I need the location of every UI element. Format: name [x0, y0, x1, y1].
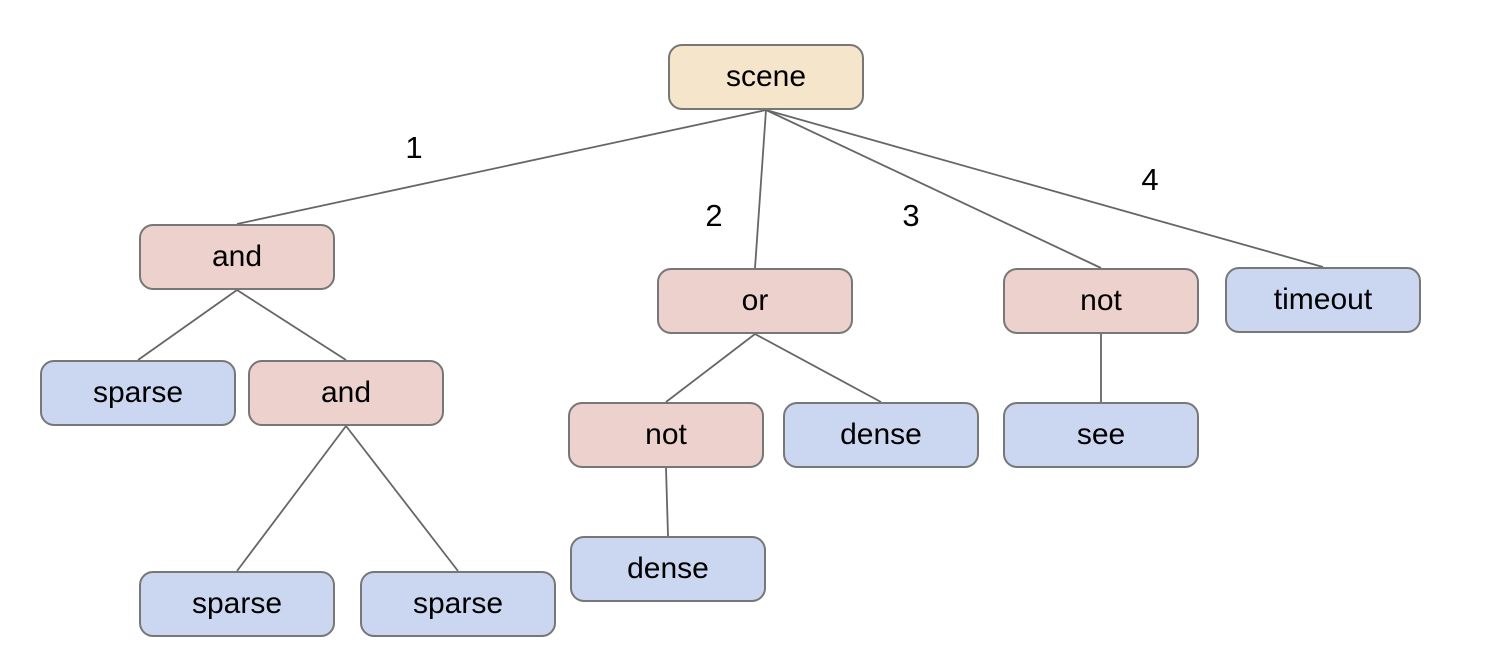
edge-or-1-to-not-2	[665, 333, 756, 403]
edge-or-1-to-dense-1	[754, 333, 882, 403]
edge-scene-to-not-1	[765, 109, 1102, 269]
edge-scene-to-and-1	[236, 109, 767, 225]
edge-scene-to-or-1	[754, 109, 767, 269]
edge-scene-to-timeout-1	[765, 109, 1324, 268]
edge-not-2-to-dense-2	[665, 467, 669, 537]
edge-and-1-to-and-2	[236, 289, 347, 361]
edge-and-2-to-sparse-3	[345, 425, 459, 572]
edge-and-2-to-sparse-2	[236, 425, 347, 572]
edge-and-1-to-sparse-1	[137, 289, 238, 361]
